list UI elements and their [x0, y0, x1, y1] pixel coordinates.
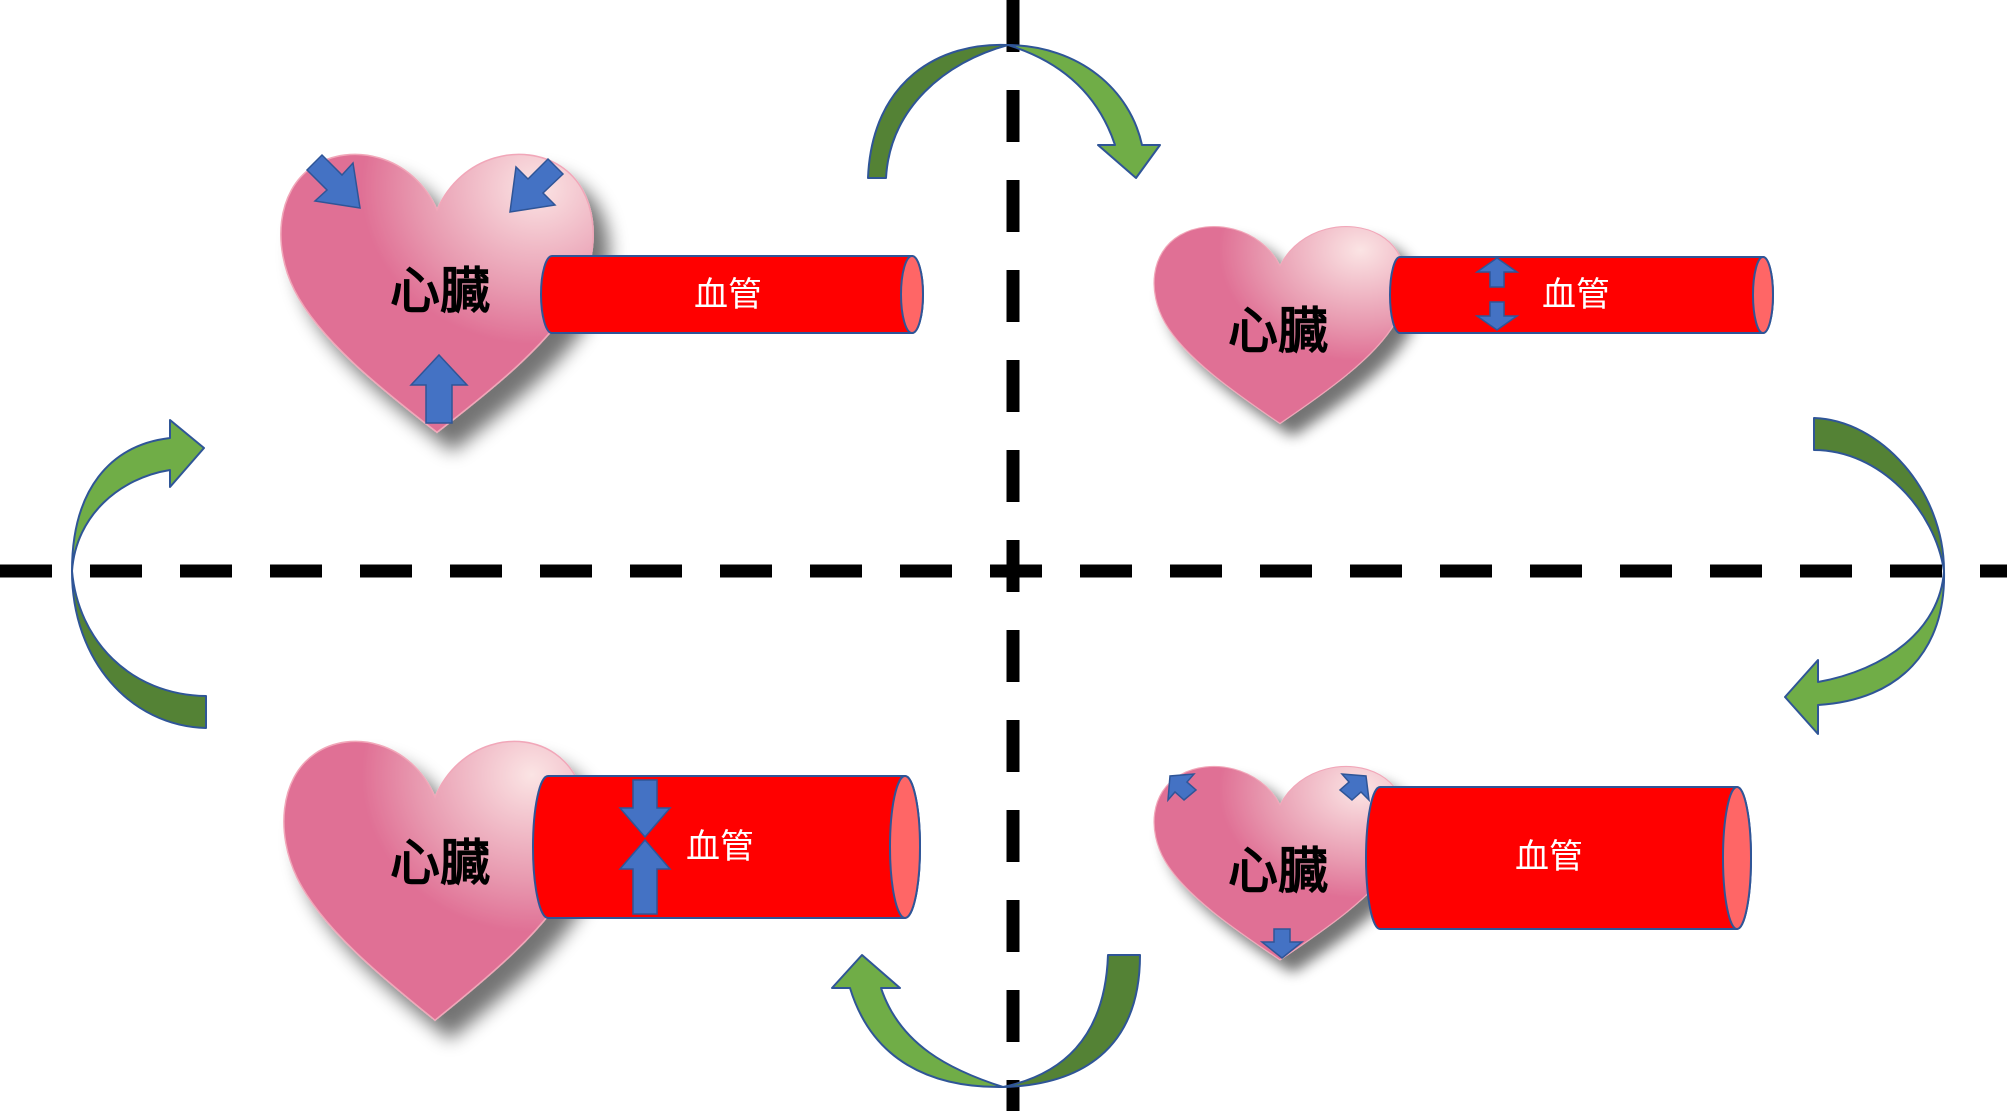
vessel-arrows-inward [618, 779, 672, 915]
cycle-arrow-right [1784, 417, 1946, 735]
arrow-up-left-icon [1167, 773, 1198, 803]
heart-label: 心臓 [390, 834, 490, 892]
blood-vessel [540, 255, 924, 334]
arrow-down-icon [1259, 928, 1305, 959]
vessel-opening [900, 255, 924, 334]
panel-bottom-right: 心臓 血管 [1152, 765, 1752, 962]
vessel-label: 血管 [694, 275, 762, 315]
heart-label: 心臓 [390, 262, 490, 320]
vessel-label: 血管 [1542, 275, 1610, 315]
arrow-up-icon [409, 353, 469, 424]
vessel-label: 血管 [686, 827, 754, 867]
arrow-up-right-icon [1338, 773, 1371, 803]
arrow-down-icon [1474, 301, 1520, 331]
arrow-up-icon [618, 838, 672, 915]
vessel-opening [1722, 786, 1752, 930]
cycle-arrows [71, 43, 1946, 1089]
panel-top-right: 心臓 血管 [1152, 225, 1774, 425]
heart-label: 心臓 [1228, 302, 1328, 360]
arrow-down-right-icon [305, 153, 361, 209]
heart-label: 心臓 [1228, 842, 1328, 900]
blood-vessel [1389, 256, 1774, 334]
blood-vessel [1365, 786, 1752, 930]
panel-bottom-left: 心臓 血管 [282, 739, 921, 1022]
cycle-arrow-bottom [831, 954, 1141, 1089]
cycle-arrow-left [71, 419, 207, 729]
panel-top-left: 心臓 血管 [279, 152, 924, 434]
arrow-down-left-icon [509, 157, 565, 213]
arrow-up-icon [1474, 257, 1520, 288]
cycle-arrow-top [867, 43, 1161, 179]
vessel-opening [1752, 256, 1774, 334]
heart-arrows-inward [305, 153, 565, 424]
vessel-arrows-outward [1474, 257, 1520, 331]
vessel-label: 血管 [1515, 837, 1583, 877]
vessel-opening [889, 775, 921, 919]
arrow-down-icon [618, 779, 672, 839]
heart-arrows-outward [1167, 773, 1371, 959]
